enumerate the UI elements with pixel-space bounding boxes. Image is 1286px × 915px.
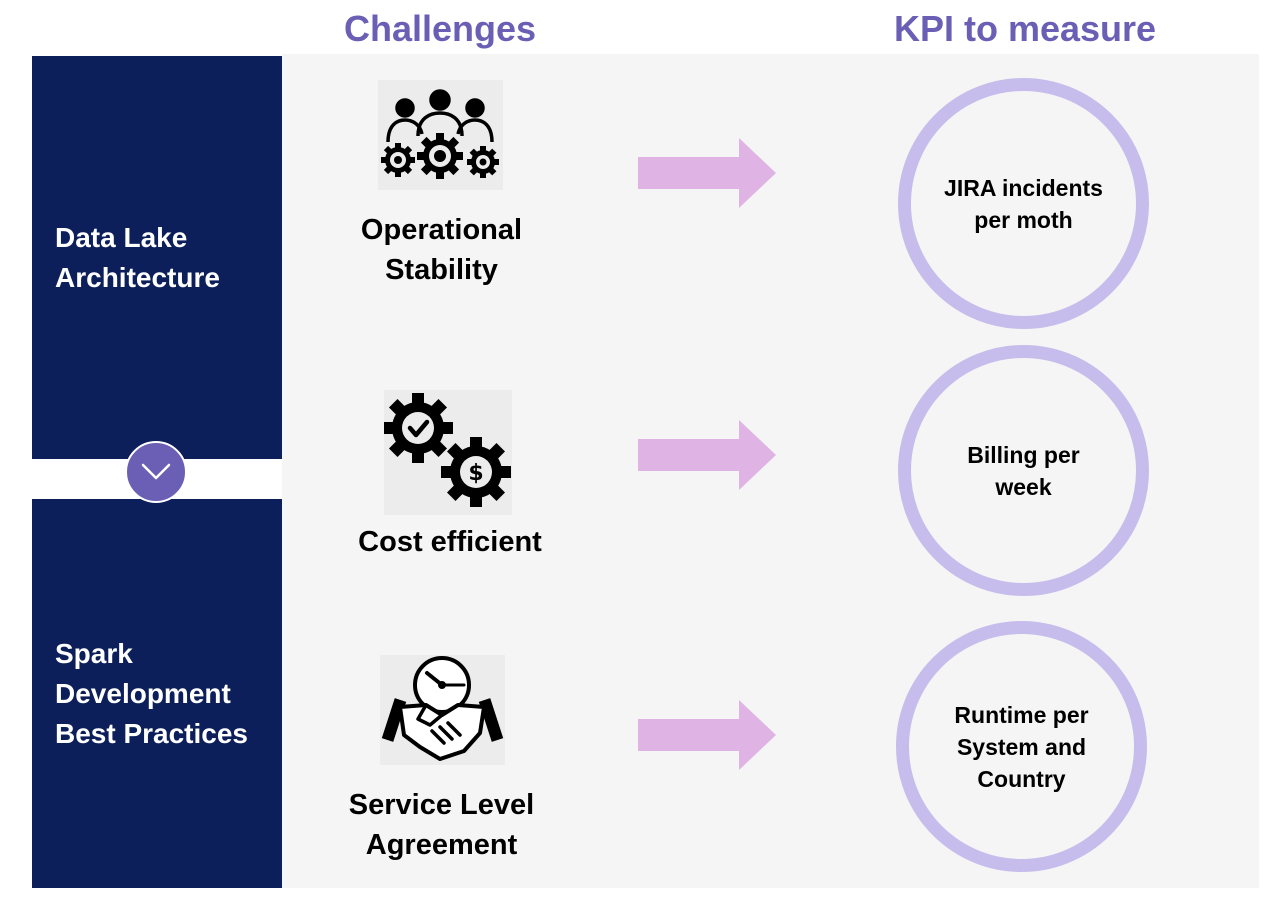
spark-best-practices-label: Spark Development Best Practices — [55, 634, 248, 754]
chevron-down-icon — [141, 463, 171, 480]
kpi-runtime-circle: Runtime per System and Country — [896, 621, 1147, 872]
gear-checkmark-dollar-icon: $ — [384, 390, 512, 515]
kpi-label-line: System and — [956, 733, 1087, 760]
challenge-label-line: Cost efficient — [358, 526, 542, 558]
service-level-agreement-label: Service Level Agreement — [320, 785, 563, 865]
kpi-label: Billing per week — [939, 439, 1109, 503]
data-lake-architecture-block: Data Lake Architecture — [32, 56, 282, 459]
kpi-label-line: Runtime per — [954, 701, 1089, 728]
challenge-label-line: Agreement — [365, 829, 518, 861]
chevron-badge — [125, 441, 187, 503]
data-lake-architecture-label: Data Lake Architecture — [55, 218, 220, 298]
challenge-label-line: Service Level — [348, 789, 535, 821]
side-label-line: Spark — [55, 638, 133, 669]
kpi-label-line: Country — [977, 765, 1066, 792]
challenge-label-line: Stability — [385, 254, 498, 286]
challenges-heading: Challenges — [343, 8, 537, 49]
side-label-line: Best Practices — [55, 718, 249, 749]
kpi-billing-circle: Billing per week — [898, 345, 1149, 596]
right-arrow-icon — [638, 138, 776, 208]
clock-handshake-icon — [380, 655, 505, 765]
svg-text:$: $ — [468, 461, 483, 486]
kpi-label: Runtime per System and Country — [937, 699, 1107, 795]
kpi-label-line: week — [995, 473, 1052, 500]
cost-efficient-label: Cost efficient — [330, 522, 570, 562]
right-arrow-icon — [638, 420, 776, 490]
side-label-line: Development — [55, 678, 231, 709]
people-gears-icon — [378, 80, 503, 190]
right-arrow-icon — [638, 700, 776, 770]
kpi-label-line: JIRA incidents — [944, 174, 1103, 201]
challenge-label-line: Operational — [360, 214, 523, 246]
kpi-label-line: Billing per — [967, 441, 1080, 468]
side-label-line: Data Lake — [55, 222, 188, 253]
kpi-jira-incidents-circle: JIRA incidents per moth — [898, 78, 1149, 329]
kpi-label-line: per moth — [974, 206, 1073, 233]
operational-stability-label: Operational Stability — [320, 210, 563, 290]
side-label-line: Architecture — [55, 262, 220, 293]
spark-best-practices-block: Spark Development Best Practices — [32, 499, 282, 888]
kpi-heading: KPI to measure — [893, 8, 1157, 49]
kpi-label: JIRA incidents per moth — [939, 172, 1109, 236]
